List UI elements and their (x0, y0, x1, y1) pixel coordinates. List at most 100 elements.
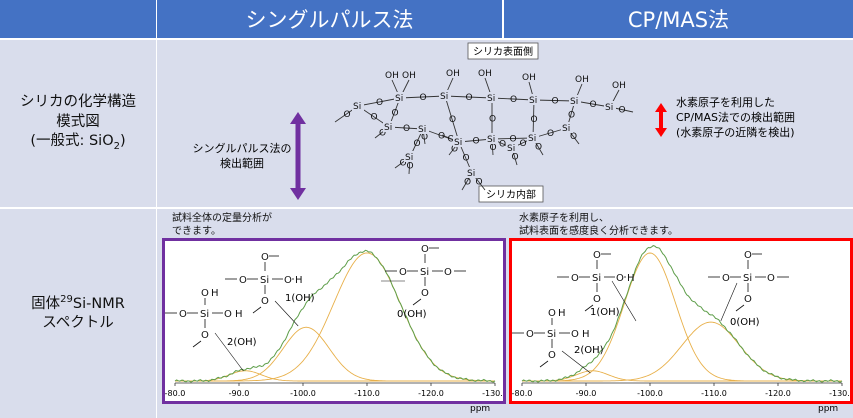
silicon-atom: Si (440, 92, 448, 102)
silicon-atom: Si (487, 135, 495, 145)
cpmas-note-line1: 水素原子を利用し、 (519, 213, 609, 224)
oxygen-atom: O (414, 139, 421, 149)
svg-text:H: H (235, 309, 243, 320)
oxygen-atom: O (400, 159, 407, 169)
oxygen-atom: O (512, 153, 519, 163)
svg-text:Si: Si (743, 273, 752, 284)
silicon-atom: Si (467, 169, 475, 179)
oxygen-atom: O (510, 135, 517, 145)
oxygen-atom: O (552, 97, 559, 107)
svg-text:O: O (744, 294, 752, 305)
cpmas-note-line2: 試料表面を感度良く分析できます。 (519, 226, 678, 237)
svg-text:O: O (239, 275, 247, 286)
cpmas-spectrum-panel: -80.0-90.0-100.0-110.0-120.0-130.0SiOOOH… (509, 238, 853, 404)
cpmas-note: 水素原子を利用し、 試料表面を感度良く分析できます。 (519, 212, 678, 238)
cpmas-range-line1: 水素原子を利用した (676, 96, 775, 109)
svg-text:Si: Si (420, 267, 429, 278)
oxygen-atom: O (619, 106, 626, 116)
silicon-atom: Si (605, 103, 613, 113)
oxygen-atom: O (371, 113, 378, 123)
structure-label-line2: 模式図 (56, 113, 100, 130)
pointer-line (274, 300, 299, 327)
oxygen-atom: O (499, 140, 506, 150)
svg-text:O: O (444, 267, 452, 278)
total-spectrum (174, 249, 496, 383)
svg-text:O: O (722, 273, 730, 284)
svg-text:O: O (261, 252, 269, 263)
structure-row-content-bg (157, 40, 853, 207)
cpmas-x-unit: ppm (818, 404, 839, 414)
x-tick-label: -110.0 (354, 389, 380, 398)
svg-text:H: H (558, 308, 566, 319)
svg-text:Si: Si (200, 309, 209, 320)
oxygen-atom: O (490, 143, 497, 153)
nmr-label-line2: スペクトル (42, 315, 114, 332)
single-pulse-x-unit: ppm (470, 404, 491, 414)
nmr-row-label-bg (0, 209, 156, 418)
svg-text:O: O (548, 308, 556, 319)
svg-text:O: O (421, 244, 429, 255)
pointer-line (611, 280, 637, 322)
surface-tag: シリカ表面側 (473, 45, 533, 58)
x-tick-label: -130.0 (829, 389, 850, 398)
inner-tag: シリカ内部 (486, 188, 536, 201)
cpmas-range-line2: CP/MAS法での検出範囲 (676, 110, 795, 124)
svg-text:O: O (767, 273, 775, 284)
cpmas-spectrum: -80.0-90.0-100.0-110.0-120.0-130.0SiOOOH… (512, 245, 853, 398)
svg-text:O: O (548, 350, 556, 361)
oxygen-atom: O (520, 139, 527, 149)
x-tick-label: -80.0 (512, 389, 532, 398)
svg-text:O: O (284, 275, 292, 286)
silicon-atom: Si (562, 124, 570, 134)
svg-text:Si: Si (260, 275, 269, 286)
svg-text:O: O (616, 273, 624, 284)
oxygen-atom: O (420, 93, 427, 103)
svg-text:O: O (421, 288, 429, 299)
svg-text:O: O (261, 296, 269, 307)
x-tick-label: -90.0 (576, 389, 597, 398)
single-pulse-note-line2: できます。 (172, 226, 221, 237)
single-pulse-range-line1: シングルパルス法の (193, 141, 292, 155)
x-tick-label: -80.0 (165, 389, 185, 398)
single-pulse-range-arrow-up (290, 112, 306, 124)
silicon-atom: Si (529, 96, 537, 106)
svg-text:Si: Si (592, 273, 601, 284)
silicon-atom: Si (405, 153, 413, 163)
oxygen-atom: O (379, 129, 386, 139)
svg-text:O: O (526, 329, 534, 340)
svg-text:O: O (179, 309, 187, 320)
silicon-atom: Si (384, 123, 392, 133)
svg-text:H: H (211, 288, 219, 299)
header-corner (0, 0, 156, 38)
hydroxyl-group: OH (446, 69, 460, 79)
cpmas-range-arrow-down (655, 128, 667, 137)
oxygen-atom: O (535, 143, 542, 153)
svg-text:O: O (593, 294, 601, 305)
hydroxyl-group: OH (402, 71, 416, 81)
component-peak (522, 252, 842, 382)
svg-text:H: H (627, 273, 635, 284)
silicon-atom: Si (395, 94, 403, 104)
x-tick-label: -100.0 (637, 389, 663, 398)
oxygen-atom: O (547, 129, 554, 139)
single-pulse-note: 試料全体の定量分析が できます。 (172, 212, 272, 238)
nmr-label-line1: 固体29Si-NMR (31, 294, 125, 312)
peak-label-q3: 1(OH) (590, 307, 620, 318)
silicon-atom: Si (487, 94, 495, 104)
silicon-atom: Si (570, 97, 578, 107)
oxygen-atom: O (403, 124, 410, 134)
svg-text:O: O (571, 273, 579, 284)
header-single-pulse: シングルパルス法 (157, 0, 502, 38)
single-pulse-note-line1: 試料全体の定量分析が (172, 213, 272, 224)
silicon-atom: Si (353, 102, 361, 112)
header-cpmas: CP/MAS法 (504, 0, 853, 38)
x-tick-label: -90.0 (229, 389, 250, 398)
peak-label-q4: 0(OH) (730, 317, 760, 328)
oxygen-atom: O (476, 178, 483, 188)
peak-label-q4: 0(OH) (397, 309, 427, 320)
